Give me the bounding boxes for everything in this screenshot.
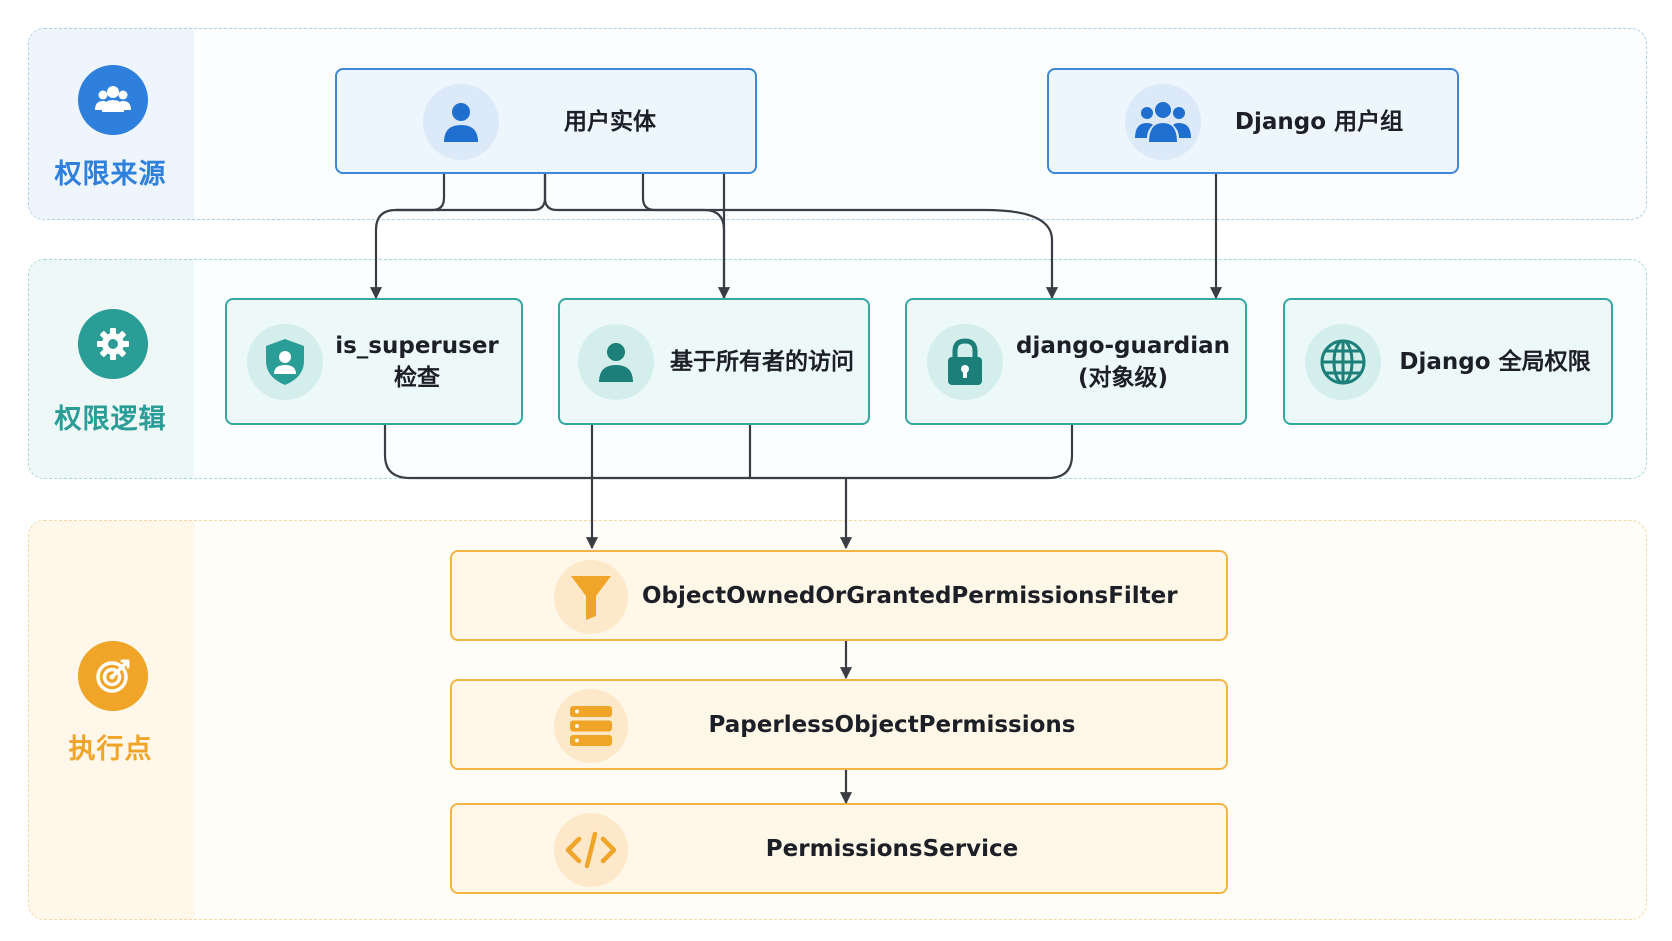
target-icon xyxy=(78,641,148,711)
users-icon xyxy=(1125,84,1201,160)
funnel-icon xyxy=(554,560,628,634)
node-object-owned-or-granted-filter: ObjectOwnedOrGrantedPermissionsFilter xyxy=(450,550,1228,641)
shield-user-icon xyxy=(247,324,323,400)
lock-icon xyxy=(927,324,1003,400)
server-icon xyxy=(554,689,628,763)
node-label: PaperlessObjectPermissions xyxy=(708,712,1076,738)
lane-label-logic: 权限逻辑 xyxy=(54,404,167,435)
node-label: is_superuser 检查 xyxy=(335,333,499,391)
node-user-entity: 用户实体 xyxy=(335,68,757,174)
users-icon xyxy=(78,65,148,135)
node-paperless-object-permissions: PaperlessObjectPermissions xyxy=(450,679,1228,770)
user-icon xyxy=(423,84,499,160)
node-permissions-service: PermissionsService xyxy=(450,803,1228,894)
globe-icon xyxy=(1305,324,1381,400)
node-label: PermissionsService xyxy=(765,836,1019,862)
node-label: 用户实体 xyxy=(564,109,656,135)
lane-label-source: 权限来源 xyxy=(54,159,167,190)
gear-icon xyxy=(78,309,148,379)
node-django-global-permissions: Django 全局权限 xyxy=(1283,298,1613,425)
node-label: Django 全局权限 xyxy=(1399,349,1591,375)
node-label: django-guardian (对象级) xyxy=(1016,333,1230,391)
node-label: Django 用户组 xyxy=(1234,109,1404,135)
node-django-group: Django 用户组 xyxy=(1047,68,1459,174)
user-icon xyxy=(578,324,654,400)
node-django-guardian: django-guardian (对象级) xyxy=(905,298,1247,425)
node-owner-based-access: 基于所有者的访问 xyxy=(558,298,870,425)
lane-sidebar xyxy=(29,521,194,919)
lane-label-execution: 执行点 xyxy=(68,734,153,765)
node-label: 基于所有者的访问 xyxy=(670,349,854,375)
node-is-superuser-check: is_superuser 检查 xyxy=(225,298,523,425)
code-icon xyxy=(554,813,628,887)
node-label: ObjectOwnedOrGrantedPermissionsFilter xyxy=(642,583,1178,609)
